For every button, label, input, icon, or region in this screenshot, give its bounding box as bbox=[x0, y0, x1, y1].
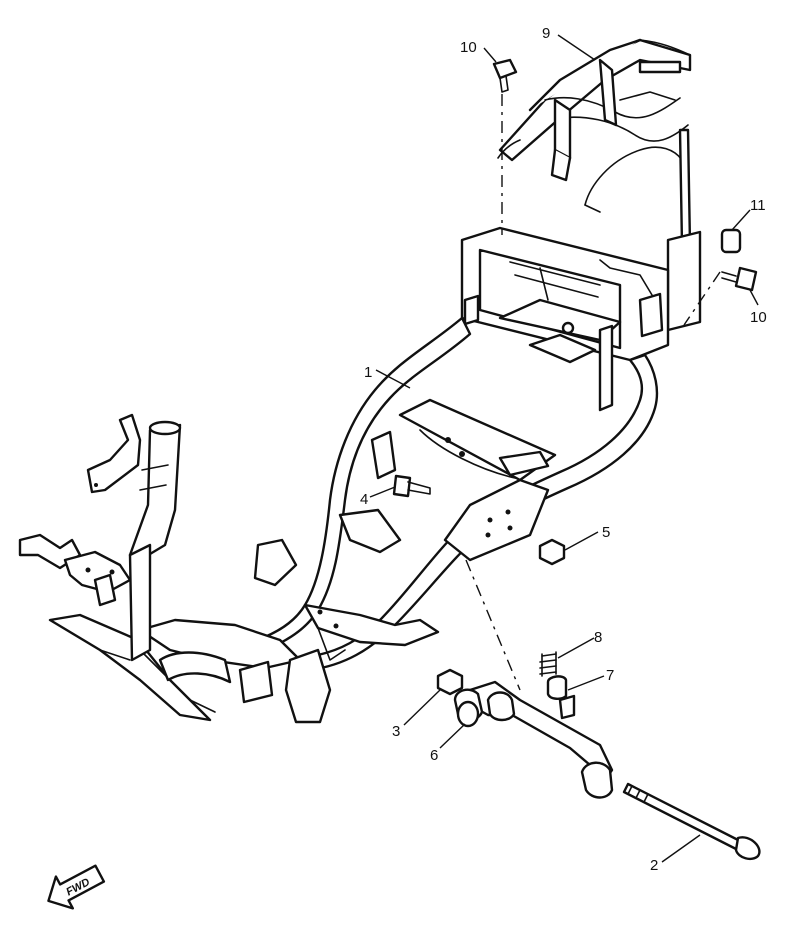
assembly-lines bbox=[465, 94, 721, 691]
fwd-arrow-badge: FWD bbox=[47, 864, 106, 910]
callout-10-top: 10 bbox=[460, 39, 477, 56]
callout-leaders bbox=[369, 34, 759, 863]
callout-1: 1 bbox=[364, 364, 372, 381]
bolt-10-right bbox=[721, 266, 758, 292]
callout-8: 8 bbox=[594, 629, 602, 646]
nut-3 bbox=[436, 668, 464, 696]
callout-labels: 1 2 3 4 5 6 7 8 9 10 10 11 bbox=[360, 25, 767, 874]
engine-mount-bracket bbox=[453, 680, 614, 799]
collar-11 bbox=[720, 228, 742, 254]
callout-7: 7 bbox=[606, 667, 614, 684]
callout-2: 2 bbox=[650, 857, 658, 874]
callout-10-right: 10 bbox=[750, 309, 767, 326]
main-frame bbox=[18, 226, 670, 724]
spring-8 bbox=[539, 651, 557, 677]
bolt-10-top bbox=[492, 58, 518, 93]
callout-5: 5 bbox=[602, 524, 610, 541]
callout-11: 11 bbox=[750, 197, 766, 214]
bolt-4 bbox=[392, 474, 431, 498]
long-bolt-2 bbox=[622, 782, 761, 861]
rear-carrier-bracket bbox=[497, 38, 692, 247]
callout-4: 4 bbox=[360, 491, 368, 508]
callout-3: 3 bbox=[392, 723, 400, 740]
callout-6: 6 bbox=[430, 747, 438, 764]
bushing-6 bbox=[456, 700, 480, 728]
collar-7 bbox=[546, 675, 568, 700]
side-bracket-plate bbox=[666, 230, 702, 332]
nut-5 bbox=[538, 538, 566, 566]
callout-9: 9 bbox=[542, 25, 550, 42]
